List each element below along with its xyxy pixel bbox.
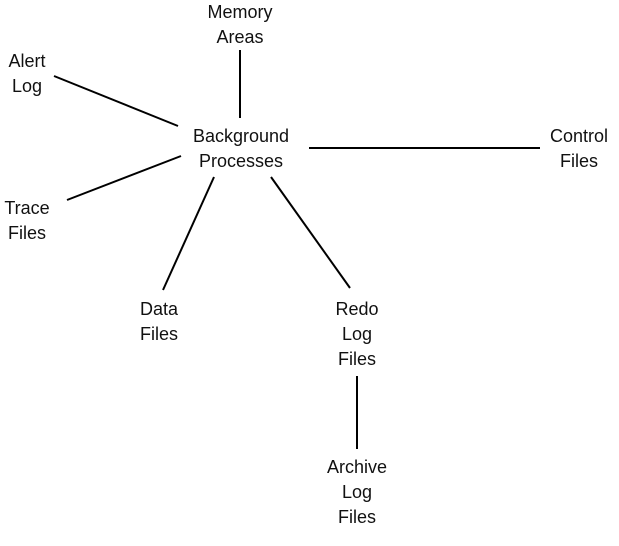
- node-background-processes: Background Processes: [181, 124, 301, 174]
- node-alert-log: Alert Log: [0, 49, 54, 99]
- node-line: Trace: [4, 198, 50, 218]
- node-memory-areas: Memory Areas: [190, 0, 290, 50]
- node-line: Files: [337, 507, 376, 527]
- node-line: Files: [337, 349, 376, 369]
- node-line: Redo: [335, 299, 379, 319]
- node-data-files: Data Files: [129, 297, 189, 347]
- node-line: Files: [559, 151, 598, 171]
- node-trace-files: Trace Files: [0, 196, 54, 246]
- node-line: Memory: [207, 2, 273, 22]
- node-line: Alert: [8, 51, 46, 71]
- node-line: Log: [341, 482, 373, 502]
- node-line: Data: [139, 299, 179, 319]
- node-line: Control: [549, 126, 609, 146]
- node-line: Background: [192, 126, 290, 146]
- edge-background-processes-data-files: [162, 176, 215, 291]
- node-line: Files: [7, 223, 46, 243]
- node-line: Processes: [198, 151, 284, 171]
- edge-background-processes-redo-log-files: [270, 176, 351, 289]
- node-redo-log-files: Redo Log Files: [327, 297, 387, 372]
- edge-background-processes-trace-files: [66, 155, 182, 201]
- node-control-files: Control Files: [541, 124, 617, 174]
- node-line: Log: [341, 324, 373, 344]
- node-line: Files: [139, 324, 178, 344]
- node-archive-log-files: Archive Log Files: [317, 455, 397, 530]
- node-line: Areas: [216, 27, 264, 47]
- edge-background-processes-alert-log: [53, 75, 179, 127]
- node-line: Archive: [326, 457, 388, 477]
- node-line: Log: [11, 76, 43, 96]
